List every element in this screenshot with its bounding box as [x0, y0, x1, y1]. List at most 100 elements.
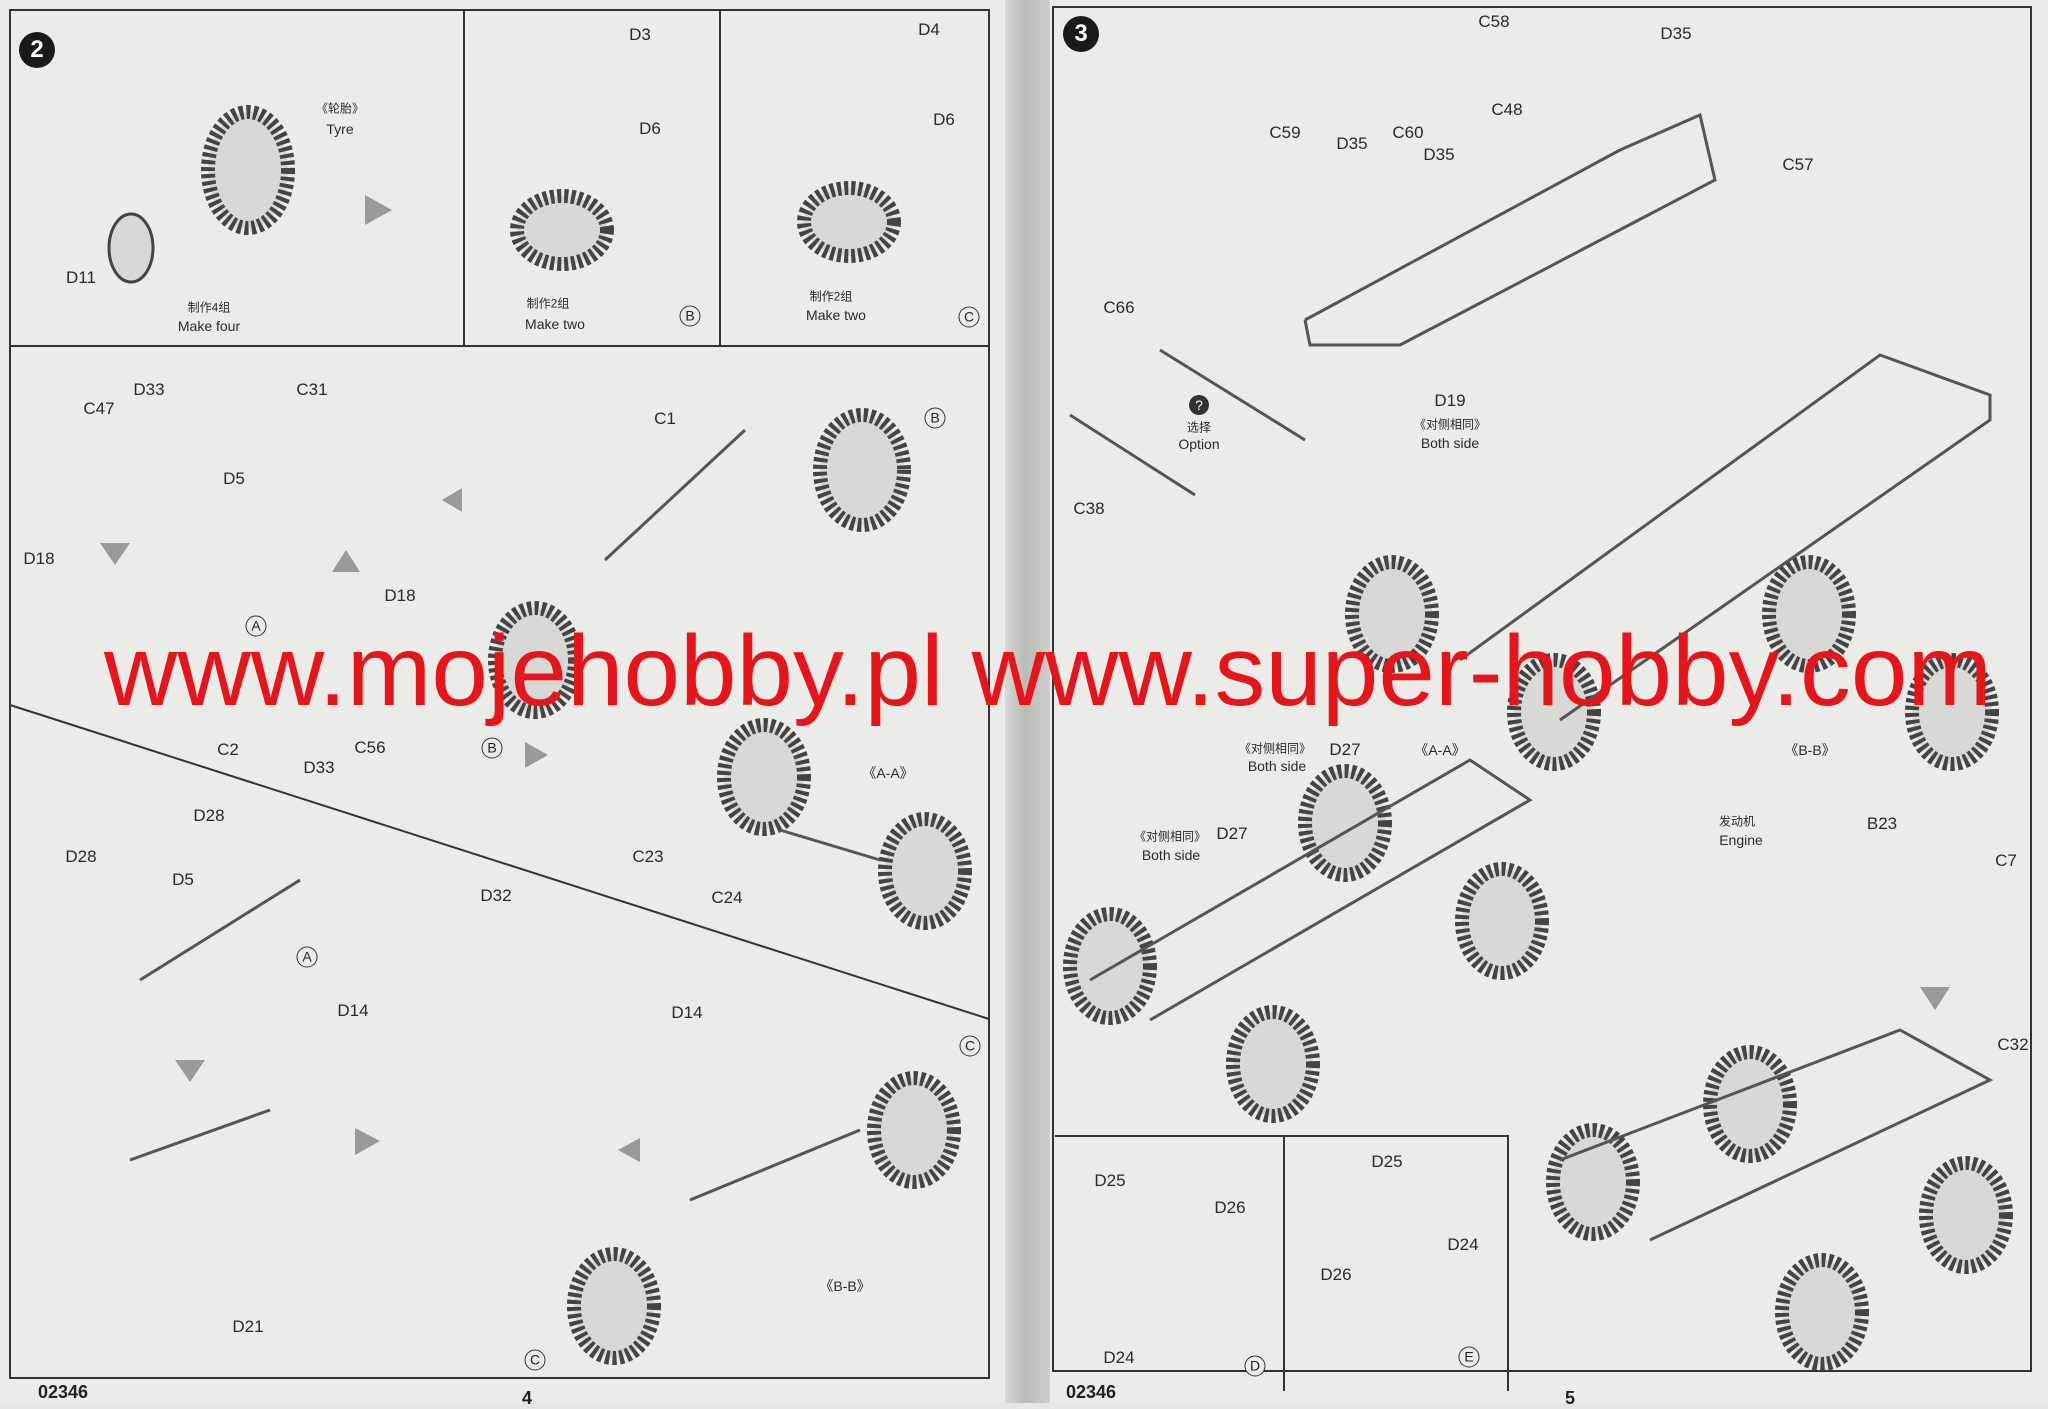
part-label: C48 [1491, 100, 1523, 119]
page-gutter [1005, 0, 1050, 1403]
wheel-drawing [797, 181, 901, 263]
arrow-down-icon [1920, 987, 1950, 1010]
divider-diagonal [9, 704, 990, 1020]
part-label: C7 [1995, 851, 2017, 870]
step-number-badge: 2 [19, 32, 55, 68]
instruction-note: Make two [806, 307, 866, 323]
part-label: D27 [1216, 824, 1248, 843]
arrow-right-icon [355, 1128, 380, 1155]
wheel-drawing [1507, 653, 1601, 771]
wheel-drawing [1063, 907, 1157, 1025]
part-label: D6 [639, 119, 661, 138]
part-label: D14 [671, 1003, 703, 1022]
instruction-note: Make four [177, 318, 241, 334]
part-label: C32 [1997, 1035, 2029, 1054]
wheel-drawing [1919, 1156, 2013, 1274]
sub-step-box [1055, 1135, 1509, 1391]
part-label: D35 [1336, 134, 1368, 153]
part-label: C58 [1478, 12, 1510, 31]
subassembly-marker: A [296, 946, 318, 968]
instruction-note: Both side [1141, 847, 1201, 863]
section-label: 《A-A》 [862, 765, 914, 781]
instruction-note: 制作2组 [526, 296, 570, 311]
part-label: D25 [1371, 1152, 1403, 1171]
part-label: C2 [217, 740, 239, 759]
part-label: D26 [1320, 1265, 1352, 1284]
part-label: 发动机 [1718, 814, 1756, 829]
wheel-drawing [1905, 653, 1999, 771]
instruction-note: 制作2组 [809, 289, 853, 304]
part-label: 《轮胎》 [315, 101, 365, 116]
part-label: D33 [303, 758, 335, 777]
arrow-up-icon [332, 550, 360, 572]
part-label: D26 [1214, 1198, 1246, 1217]
part-label: D3 [629, 25, 651, 44]
instruction-note: Option [1178, 436, 1220, 452]
part-label: D28 [65, 847, 97, 866]
part-label: Tyre [326, 121, 354, 137]
part-label: D5 [172, 870, 194, 889]
catalog-number: 02346 [1066, 1382, 1117, 1402]
arrow-right-icon [525, 742, 548, 768]
part-label: C66 [1103, 298, 1135, 317]
part-label: C56 [354, 738, 386, 757]
direction-arrows [100, 195, 1950, 1162]
wheel-drawing [1455, 862, 1549, 980]
part-label: C47 [83, 399, 115, 418]
option-icon: ? [1189, 395, 1209, 415]
part-label: C60 [1392, 123, 1424, 142]
part-label: D14 [337, 1001, 369, 1020]
chassis-drawings [129, 112, 1994, 1242]
part-label: C59 [1269, 123, 1301, 142]
wheel-drawing [1703, 1045, 1797, 1163]
watermark-text: www.mojehobby.pl www.super-hobby.com [103, 615, 1992, 727]
instruction-note: 《对侧相同》 [1413, 417, 1487, 432]
arrow-down-icon [175, 1060, 205, 1082]
subassembly-marker: C [959, 1035, 981, 1057]
wheel-drawing [510, 189, 614, 271]
wheel-drawing [1775, 1253, 1869, 1371]
wheel-drawing [1298, 764, 1392, 882]
wheel-drawing [813, 408, 911, 532]
subassembly-marker: A [245, 615, 267, 637]
subassembly-marker: C [958, 306, 980, 328]
wheel-hub-d11 [107, 212, 155, 284]
instruction-note: 制作4组 [187, 300, 231, 315]
part-label: D28 [193, 806, 225, 825]
step-2-frame [9, 9, 990, 1379]
part-label: D4 [918, 20, 940, 39]
wheel-drawing [488, 601, 582, 719]
instruction-note: Make two [525, 316, 585, 332]
part-label: D11 [66, 268, 96, 287]
section-label: 《B-B》 [819, 1278, 871, 1294]
instruction-note: Both side [1420, 435, 1480, 451]
wheel-drawing [867, 1071, 961, 1189]
part-label: D25 [1094, 1171, 1126, 1190]
part-label: D35 [1423, 145, 1455, 164]
part-label: D18 [23, 549, 55, 568]
wheel-drawing [878, 812, 972, 930]
arrow-right-icon [365, 195, 392, 225]
part-label: C57 [1782, 155, 1814, 174]
tyre-drawing [201, 105, 295, 235]
catalog-number: 02346 [38, 1382, 89, 1402]
part-label: D18 [384, 586, 416, 605]
part-label: D24 [1103, 1348, 1135, 1367]
part-label: D21 [232, 1317, 264, 1336]
instruction-note: 《对侧相同》 [1133, 829, 1207, 844]
wheel-drawing [1345, 555, 1439, 673]
part-label: D32 [480, 886, 512, 905]
part-label: D33 [133, 380, 165, 399]
part-label: C38 [1073, 499, 1105, 518]
subassembly-marker: D [1244, 1355, 1266, 1377]
instruction-note: 选择 [1186, 420, 1212, 435]
arrow-down-icon [100, 543, 130, 565]
part-label: D6 [933, 110, 955, 129]
wheel-group [107, 105, 2013, 1371]
part-label: C31 [296, 380, 328, 399]
part-label: Engine [1719, 832, 1763, 848]
step-number-badge: 3 [1063, 16, 1099, 52]
arrow-left-icon [618, 1138, 640, 1162]
subassembly-marker: B [481, 737, 503, 759]
